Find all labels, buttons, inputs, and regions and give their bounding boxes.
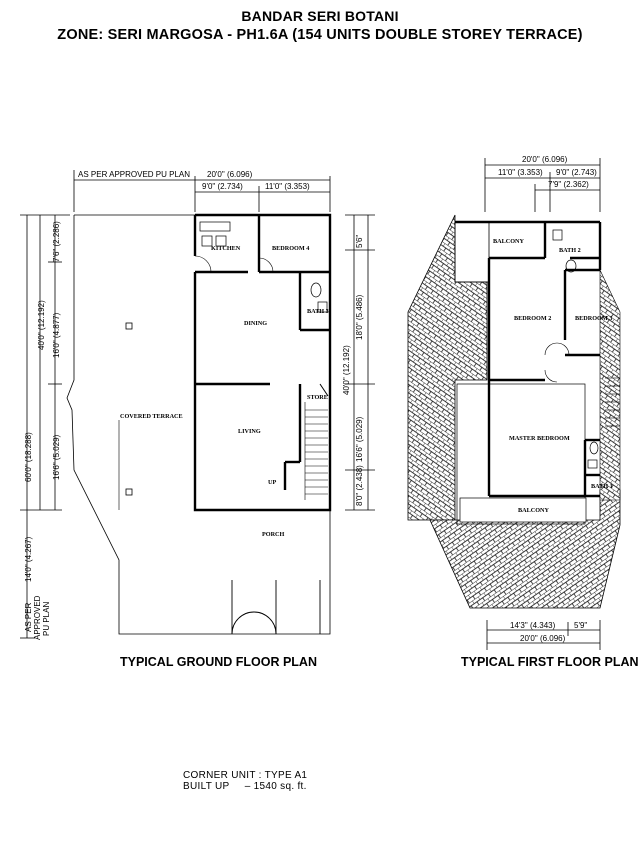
first-bottom-a: 14'3" (4.343) [510, 621, 556, 630]
ground-overall-depth: 60'0" (18.288) [24, 432, 33, 482]
first-width-a: 11'0" (3.353) [498, 168, 543, 177]
first-bottom-dimensions [486, 620, 601, 650]
stair-up-label: UP [268, 479, 276, 486]
first-overall-width: 20'0" (6.096) [522, 155, 568, 164]
room-dining: DINING [244, 320, 267, 327]
ground-note-line1: AS PER [24, 602, 33, 632]
bath2-toilet [565, 259, 577, 273]
room-bath2: BATH 2 [559, 247, 581, 254]
first-width-b: 9'0" (2.743) [556, 168, 597, 177]
drawing-title: BANDAR SERI BOTANI [241, 8, 399, 24]
first-bottom-b: 5'9" [574, 621, 587, 630]
ground-width-a: 9'0" (2.734) [202, 182, 243, 191]
balcony-top [454, 221, 490, 283]
room-store: STORE [307, 394, 328, 401]
room-bath3: BATH 3 [307, 308, 329, 315]
room-bedroom3: BEDROOM 3 [575, 315, 612, 322]
room-bedroom4: BEDROOM 4 [272, 245, 309, 252]
bath3-toilet [310, 282, 322, 298]
bath1-basin [587, 459, 598, 469]
unit-type-line: CORNER UNIT : TYPE A1 [183, 770, 308, 781]
ground-left-d1: 7'6" (2.286) [52, 221, 61, 262]
ground-overall-width: 20'0" (6.096) [207, 170, 253, 179]
ground-right-overall: 40'0" (12.192) [342, 345, 351, 395]
roof-bottom [429, 489, 621, 609]
roof-right [599, 269, 621, 501]
room-porch: PORCH [262, 531, 285, 538]
room-kitchen: KITCHEN [211, 245, 241, 252]
ground-right-d1: 5'6" [355, 235, 364, 248]
porch-gate [231, 580, 321, 635]
built-up-line: BUILT UP – 1540 sq. ft. [183, 781, 307, 792]
room-balcony-top: BALCONY [493, 238, 524, 245]
ground-note-line3: PU PLAN [42, 602, 51, 636]
room-bath1: BATH 1 [591, 483, 613, 490]
first-width-c: 7'9" (2.362) [548, 180, 589, 189]
first-floor-title: TYPICAL FIRST FLOOR PLAN [461, 655, 639, 669]
first-top-dimensions [484, 158, 601, 212]
kitchen-stove [215, 235, 227, 247]
bath1-toilet [589, 441, 599, 455]
ground-right-dimensions [345, 214, 375, 511]
ground-staircase [304, 402, 328, 500]
room-covered-terrace: COVERED TERRACE [120, 413, 183, 420]
ground-width-b: 11'0" (3.353) [265, 182, 310, 191]
ground-approved-note: AS PER APPROVED PU PLAN [78, 170, 190, 179]
room-bedroom2: BEDROOM 2 [514, 315, 551, 322]
bath3-basin [317, 301, 328, 313]
ground-right-d2: 18'0" (5.486) [355, 294, 364, 340]
ground-note-line2: APPROVED [33, 595, 42, 640]
first-house-walls [455, 220, 602, 498]
kitchen-door-swing [194, 255, 212, 273]
first-bottom-overall: 20'0" (6.096) [520, 634, 566, 643]
ground-top-dimensions [73, 170, 331, 212]
ground-left-dimensions [20, 214, 70, 639]
ground-left-d2: 16'0" (4.877) [52, 312, 61, 358]
ground-right-d3: 16'6" (5.029) [355, 416, 364, 462]
first-door-swings [544, 342, 570, 383]
kitchen-counter [199, 221, 231, 232]
first-staircase [605, 377, 620, 427]
ground-house-walls [193, 213, 332, 512]
bath2-basin [552, 229, 563, 241]
drawing-subtitle: ZONE: SERI MARGOSA - PH1.6A (154 UNITS D… [57, 27, 583, 43]
bedroom4-door-swing [258, 257, 274, 273]
ground-porch-depth: 14'0" (4.267) [24, 536, 33, 582]
ground-floor-title: TYPICAL GROUND FLOOR PLAN [120, 655, 317, 669]
kitchen-sink [201, 235, 213, 247]
balcony-bottom [459, 497, 587, 523]
ground-house-depth: 40'0" (12.192) [37, 300, 46, 350]
balcony-frame [456, 383, 586, 525]
room-master-bedroom: MASTER BEDROOM [509, 435, 570, 442]
room-balcony-bottom: BALCONY [518, 507, 549, 514]
room-living: LIVING [238, 428, 261, 435]
first-floor-plan: 20'0" (6.096) 11'0" (3.353) 9'0" (2.743)… [407, 155, 639, 669]
ground-right-d4: 8'0" (2.438) [355, 465, 364, 506]
ground-left-d3: 16'6" (5.029) [52, 434, 61, 480]
roof-left [407, 214, 488, 521]
ground-floor-plan: AS PER APPROVED PU PLAN 20'0" (6.096) 9'… [20, 170, 375, 669]
